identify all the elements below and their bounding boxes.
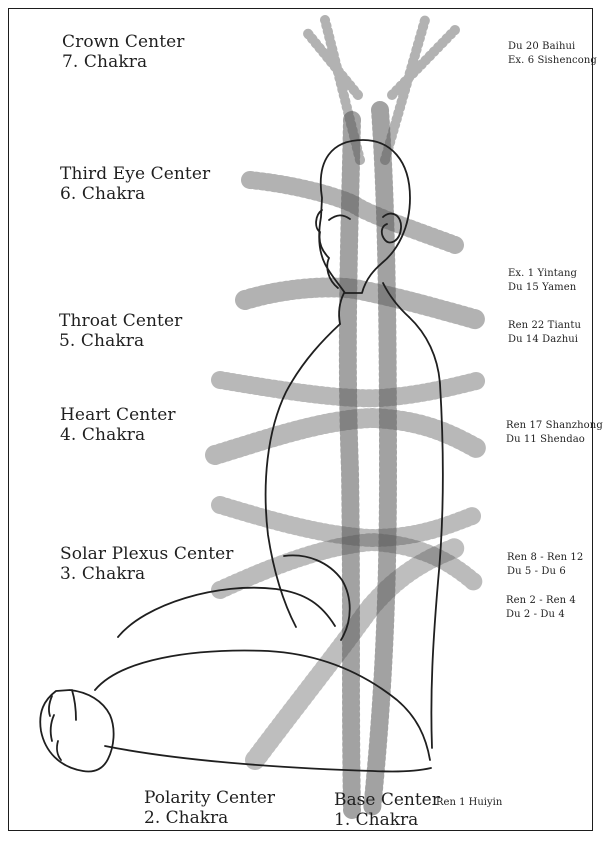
- throat-center-label: Throat Center 5. Chakra: [59, 311, 182, 351]
- solar-plexus-point-2: Du 5 - Du 6: [507, 565, 583, 579]
- throat-center-title: Throat Center: [59, 311, 182, 331]
- throat-point-2: Du 14 Dazhui: [508, 333, 581, 347]
- heart-chakra-label: 4. Chakra: [60, 425, 176, 445]
- polarity-chakra-label: 2. Chakra: [144, 808, 275, 828]
- third-eye-center-title: Third Eye Center: [60, 164, 210, 184]
- solar-plexus-chakra-label: 3. Chakra: [60, 564, 234, 584]
- third-eye-points-label: Ex. 1 Yintang Du 15 Yamen: [508, 267, 577, 294]
- crown-center-label: Crown Center 7. Chakra: [62, 32, 185, 72]
- throat-points-label: Ren 22 Tiantu Du 14 Dazhui: [508, 319, 581, 346]
- crown-center-title: Crown Center: [62, 32, 185, 52]
- solar-plexus-point-1: Ren 8 - Ren 12: [507, 551, 583, 565]
- third-eye-center-label: Third Eye Center 6. Chakra: [60, 164, 210, 204]
- lower-points-label: Ren 2 - Ren 4 Du 2 - Du 4: [506, 594, 576, 621]
- central-channel-front: [348, 120, 352, 810]
- ren-1-label: Ren 1 Huiyin: [436, 797, 502, 809]
- crown-points-label: Du 20 Baihui Ex. 6 Sishencong: [508, 40, 597, 67]
- base-chakra-label: 1. Chakra: [334, 810, 440, 830]
- toe-lines: [49, 690, 76, 760]
- throat-point-1: Ren 22 Tiantu: [508, 319, 581, 333]
- lower-point-2: Du 2 - Du 4: [506, 608, 576, 622]
- polarity-center-title: Polarity Center: [144, 788, 275, 808]
- throat-chakra-label: 5. Chakra: [59, 331, 182, 351]
- base-center-label: Base Center 1. Chakra: [334, 790, 440, 830]
- solar-plexus-center-label: Solar Plexus Center 3. Chakra: [60, 544, 234, 584]
- energy-channels: [215, 20, 480, 810]
- solar-plexus-points-label: Ren 8 - Ren 12 Du 5 - Du 6: [507, 551, 583, 578]
- lower-point-1: Ren 2 - Ren 4: [506, 594, 576, 608]
- third-eye-point-1: Ex. 1 Yintang: [508, 267, 577, 281]
- base-center-title: Base Center: [334, 790, 440, 810]
- crown-point-2: Ex. 6 Sishencong: [508, 54, 597, 68]
- third-eye-point-2: Du 15 Yamen: [508, 281, 577, 295]
- heart-point-1: Ren 17 Shanzhong: [506, 419, 603, 433]
- heart-point-2: Du 11 Shendao: [506, 433, 603, 447]
- third-eye-chakra-label: 6. Chakra: [60, 184, 210, 204]
- torso-front: [266, 324, 340, 627]
- heart-center-title: Heart Center: [60, 405, 176, 425]
- crown-point-1: Du 20 Baihui: [508, 40, 597, 54]
- heart-points-label: Ren 17 Shanzhong Du 11 Shendao: [506, 419, 603, 446]
- heart-center-label: Heart Center 4. Chakra: [60, 405, 176, 445]
- solar-plexus-center-title: Solar Plexus Center: [60, 544, 234, 564]
- crown-chakra-label: 7. Chakra: [62, 52, 185, 72]
- polarity-center-label: Polarity Center 2. Chakra: [144, 788, 275, 828]
